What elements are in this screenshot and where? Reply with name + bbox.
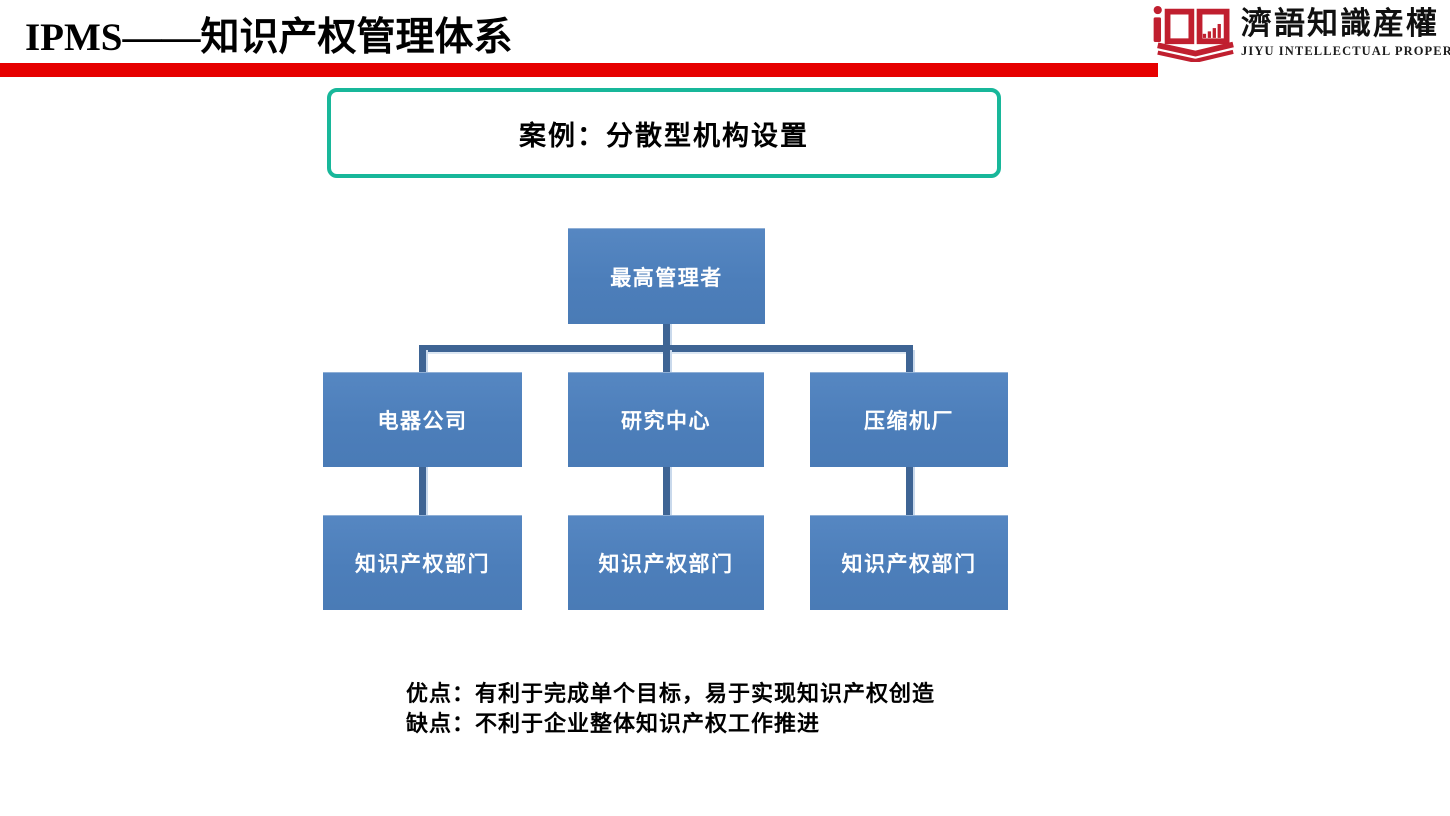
logo-text: 濟語知識産權 JIYU INTELLECTUAL PROPERTY (1241, 4, 1450, 59)
note-advantage: 优点：有利于完成单个目标，易于实现知识产权创造 (406, 681, 936, 706)
connector-stub-right (906, 350, 913, 372)
connector-stub-left (419, 350, 426, 372)
org-node-compressor-factory: 压缩机厂 (810, 372, 1008, 467)
connector-level3-left (419, 467, 426, 515)
case-title-box: 案例：分散型机构设置 (327, 88, 1001, 178)
open-book-icon (1152, 4, 1234, 63)
org-node-ip-department-3: 知识产权部门 (810, 515, 1008, 610)
org-node-top-manager: 最高管理者 (568, 228, 765, 324)
connector-root-vertical (663, 324, 670, 348)
note-disadvantage: 缺点：不利于企业整体知识产权工作推进 (406, 711, 821, 736)
notes-block: 优点：有利于完成单个目标，易于实现知识产权创造 缺点：不利于企业整体知识产权工作… (406, 679, 935, 739)
logo-name-cn: 濟語知識産權 (1241, 6, 1439, 41)
page-title: IPMS——知识产权管理体系 (25, 16, 513, 59)
org-node-ip-department-2: 知识产权部门 (568, 515, 764, 610)
company-logo: 濟語知識産權 JIYU INTELLECTUAL PROPERTY (1152, 4, 1450, 63)
org-node-electric-company: 电器公司 (323, 372, 522, 467)
logo-name-en: JIYU INTELLECTUAL PROPERTY (1241, 44, 1450, 58)
org-node-research-center: 研究中心 (568, 372, 764, 467)
connector-level3-middle (663, 467, 670, 515)
connector-stub-middle (663, 350, 670, 372)
case-title-label: 案例：分散型机构设置 (519, 120, 809, 151)
org-node-ip-department-1: 知识产权部门 (323, 515, 522, 610)
connector-horizontal-bar (419, 345, 913, 352)
connector-level3-right (906, 467, 913, 515)
header-divider-bar (0, 63, 1158, 77)
